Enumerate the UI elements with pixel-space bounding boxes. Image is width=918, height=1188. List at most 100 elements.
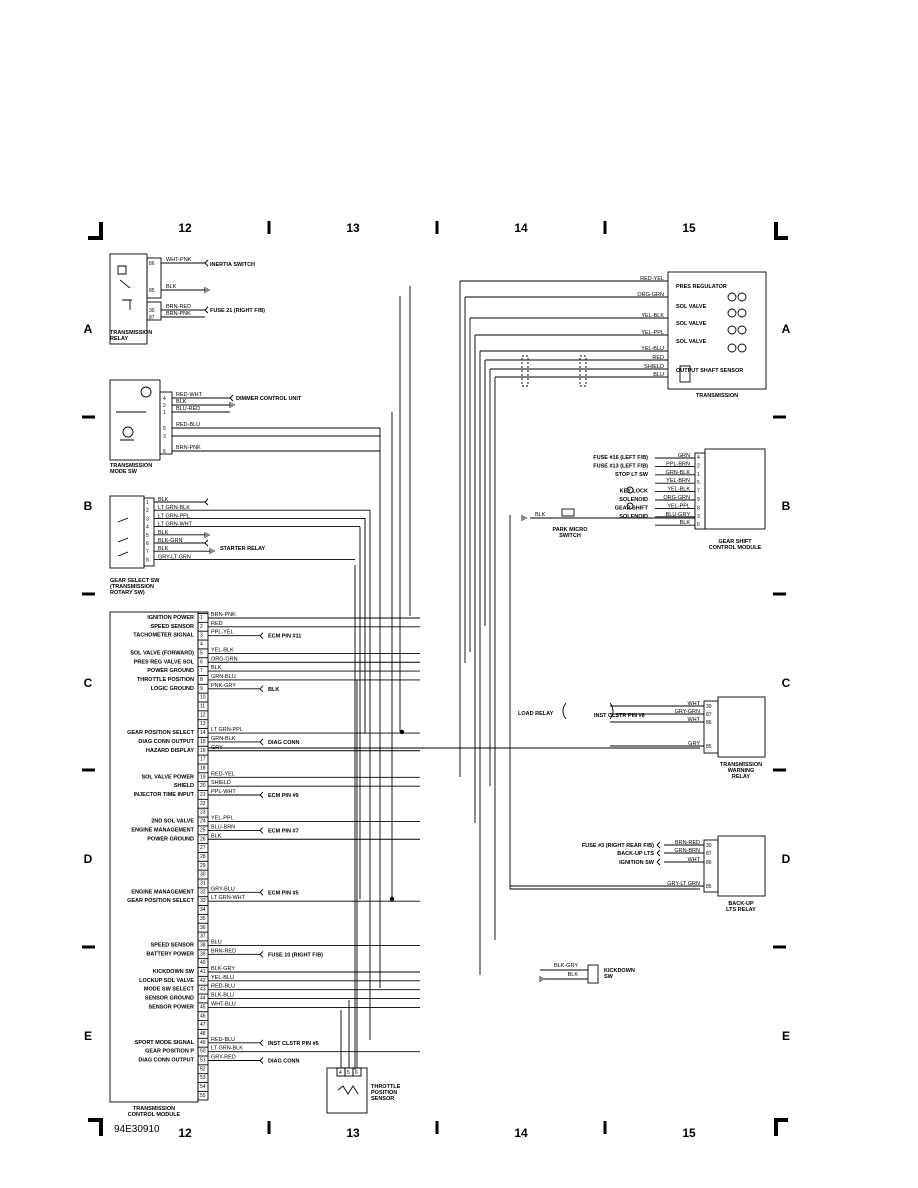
target-label: FUSE 21 (RIGHT F/B) xyxy=(210,308,265,314)
wire-label: BLK xyxy=(568,972,579,978)
ground-icon xyxy=(229,402,235,408)
grid-row-left: C xyxy=(84,676,93,690)
row-tick xyxy=(82,592,95,596)
wire-label: GRY xyxy=(688,741,700,747)
component-label: THROTTLE xyxy=(371,1084,401,1090)
connector-block xyxy=(703,839,719,893)
tcm-pin: 48 xyxy=(200,1031,206,1037)
source-label: FUSE #3 (RIGHT REAR F/B) xyxy=(582,843,654,849)
wire-label: BLU xyxy=(211,939,222,945)
tcm-pin: 34 xyxy=(200,907,206,913)
tcm-pin: 15 xyxy=(200,739,206,745)
wire-label: YEL-BLU xyxy=(211,975,234,981)
tcm-pin: 40 xyxy=(200,960,206,966)
switch-pin: 2 xyxy=(163,403,166,409)
source-label: IGNITION SW xyxy=(619,860,655,866)
tcm-pin: 13 xyxy=(200,721,206,727)
wire-label: BRN-RED xyxy=(166,304,191,310)
tcm-pin: 20 xyxy=(200,783,206,789)
tcm-pin: 6 xyxy=(200,659,203,665)
wire-label: GRN-BRN xyxy=(674,848,700,854)
wire-label: BLK xyxy=(166,284,177,290)
target-label: LOAD RELAY xyxy=(518,711,554,717)
tick-mark xyxy=(267,1121,271,1134)
tcm-pin: 25 xyxy=(200,827,206,833)
tcm-pin-name: KICKDOWN SW xyxy=(153,969,195,975)
tcm-pin: 47 xyxy=(200,1022,206,1028)
solenoid-label: SOL VALVE xyxy=(676,321,707,327)
relay-pin: 30 xyxy=(149,308,155,314)
connector-block xyxy=(703,700,719,754)
tcm-pin: 28 xyxy=(200,854,206,860)
wire-label: BLK xyxy=(211,665,222,671)
grid-column-top: 12 xyxy=(178,221,192,235)
tcm-pin: 44 xyxy=(200,996,206,1002)
ground-icon xyxy=(204,287,210,293)
component-label: TRANSMISSION xyxy=(720,762,762,768)
tcm-pin-name: TACHOMETER SIGNAL xyxy=(133,633,194,639)
tcm-pin-name: MODE SW SELECT xyxy=(144,987,195,993)
component-label: LTS RELAY xyxy=(726,907,756,913)
grid-column-bottom: 13 xyxy=(346,1126,360,1140)
shield-marker xyxy=(521,355,529,387)
target-label: ECM PIN #11 xyxy=(268,634,301,640)
tcm-pin-name: BATTERY POWER xyxy=(146,951,194,957)
tcm-pin: 19 xyxy=(200,774,206,780)
solenoid-icon xyxy=(727,325,737,335)
transmission-body xyxy=(667,271,767,390)
tcm-pin: 17 xyxy=(200,757,206,763)
module-pin: 1 xyxy=(697,472,700,478)
wire-label: YEL-PPL xyxy=(641,330,664,336)
connector-arrow xyxy=(204,539,209,547)
tcm-pin: 16 xyxy=(200,748,206,754)
kickdown-switch-icon xyxy=(587,964,599,984)
switch-pin: 7 xyxy=(146,549,149,555)
tcm-pin: 42 xyxy=(200,978,206,984)
switch-pin: 5 xyxy=(146,533,149,539)
wire-label: GRY-LT GRN xyxy=(667,881,700,887)
tcm-pin: 14 xyxy=(200,730,206,736)
row-tick xyxy=(773,415,786,419)
wire-label: SHIELD xyxy=(211,780,231,786)
connector-arrow xyxy=(259,738,264,746)
wire-label: LT GRN-PPL xyxy=(158,513,190,519)
wire-label: ORG-GRN xyxy=(637,292,664,298)
grid-column-top: 15 xyxy=(682,221,696,235)
tcm-pin: 32 xyxy=(200,889,206,895)
tcm-pin: 22 xyxy=(200,801,206,807)
wire-label: GRN-BLK xyxy=(211,736,236,742)
wire-label: BLK xyxy=(211,833,222,839)
tcm-pin-name: POWER GROUND xyxy=(147,668,194,674)
wire-label: YEL-BLK xyxy=(641,313,664,319)
connector-block xyxy=(159,391,173,455)
wire-label: ORG-GRN xyxy=(663,495,690,501)
tcm-pin: 52 xyxy=(200,1066,206,1072)
solenoid-icon xyxy=(737,343,747,353)
tcm-pin: 54 xyxy=(200,1084,206,1090)
component-label: KICKDOWN xyxy=(604,968,635,974)
wire-label: GRY-GRN xyxy=(675,709,700,715)
tcm-pin-name: IGNITION POWER xyxy=(147,615,194,621)
wire-label: YEL-BLU xyxy=(641,346,664,352)
connector-arrow xyxy=(259,950,264,958)
tcm-pin: 37 xyxy=(200,934,206,940)
grid-row-right: B xyxy=(782,499,791,513)
component-label: BACK-UP xyxy=(728,901,754,907)
corner-mark xyxy=(88,236,102,240)
grid-row-left: E xyxy=(84,1029,92,1043)
target-label: DIMMER CONTROL UNIT xyxy=(236,396,302,402)
solenoid-icon xyxy=(737,292,747,302)
component-label: TRANSMISSION xyxy=(696,393,738,399)
tcm-pin: 11 xyxy=(200,704,205,710)
wire-label: PPL-YEL xyxy=(211,630,234,636)
module-pin: 5 xyxy=(697,480,700,486)
wire-label: YEL-BLK xyxy=(211,647,234,653)
tps-pin-label: 4 xyxy=(339,1070,342,1076)
relay-pin: 85 xyxy=(706,884,712,890)
splice-dot xyxy=(399,729,405,735)
row-tick xyxy=(82,768,95,772)
relay-pin: 30 xyxy=(706,704,712,710)
tcm-pin: 30 xyxy=(200,872,206,878)
wire-label: BRN-RED xyxy=(211,948,236,954)
connector-block xyxy=(143,497,155,567)
